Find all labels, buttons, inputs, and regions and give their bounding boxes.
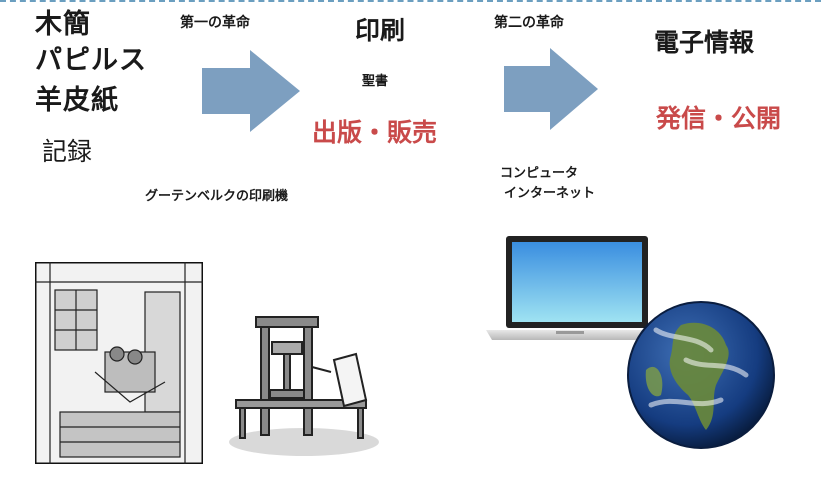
printing-press-image bbox=[229, 316, 379, 456]
top-dashed-line bbox=[0, 0, 821, 2]
media-papyrus: パピルス bbox=[35, 45, 147, 76]
publishing-label: 出版・販売 bbox=[312, 118, 438, 147]
record-label: 記録 bbox=[42, 137, 93, 166]
media-parchment: 羊皮紙 bbox=[35, 85, 119, 116]
internet-caption: インターネット bbox=[504, 186, 596, 201]
computer-caption: コンピュータ bbox=[500, 166, 579, 181]
earth-globe-image bbox=[627, 301, 775, 449]
second-arrow-icon bbox=[504, 48, 598, 130]
print-title: 印刷 bbox=[355, 16, 406, 45]
broadcast-label: 発信・公開 bbox=[656, 104, 782, 133]
digital-title: 電子情報 bbox=[654, 28, 755, 57]
media-wooden-slips: 木簡 bbox=[35, 9, 91, 40]
laptop-image bbox=[486, 236, 652, 340]
first-arrow-icon bbox=[202, 50, 300, 132]
second-revolution-label: 第二の革命 bbox=[494, 15, 564, 31]
bible-label: 聖書 bbox=[362, 74, 389, 89]
woodcut-print-shop-image bbox=[35, 262, 203, 464]
first-revolution-label: 第一の革命 bbox=[180, 15, 250, 31]
gutenberg-caption: グーテンベルクの印刷機 bbox=[145, 189, 289, 204]
